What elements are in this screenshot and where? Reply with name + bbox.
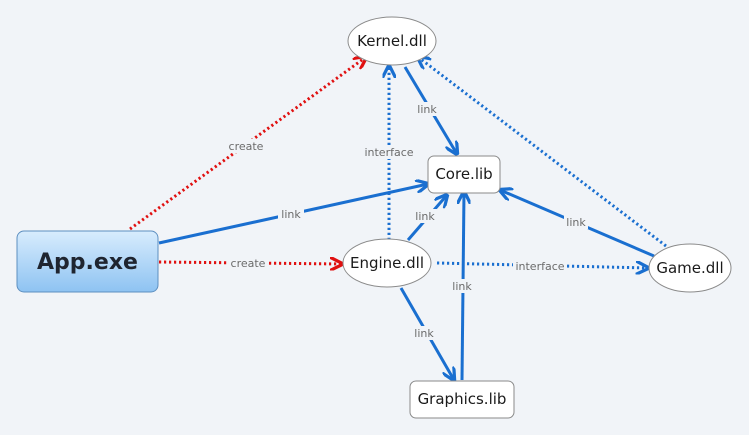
edge-label-bg xyxy=(513,259,567,273)
node-engine-label: Engine.dll xyxy=(350,254,424,272)
edge-game-kernel xyxy=(418,57,667,248)
edge-engine-game: interface xyxy=(436,259,648,273)
node-engine-shape xyxy=(342,238,432,288)
edge-label-create: create xyxy=(231,257,266,270)
node-graphics-box xyxy=(409,380,515,419)
node-game-shape xyxy=(648,243,732,293)
node-core-box xyxy=(427,155,501,194)
edge-app-kernel: create xyxy=(129,57,366,231)
edge-engine-kernel: interface xyxy=(362,66,416,240)
edge-label-bg xyxy=(228,256,268,270)
node-core-label: Core.lib xyxy=(435,165,492,183)
edge-label-interface: interface xyxy=(364,146,413,159)
edge-kernel-core: link xyxy=(403,66,457,154)
edge-app-engine: create xyxy=(158,256,342,270)
edge-label-link: link xyxy=(415,210,435,223)
edge-label-interface: interface xyxy=(515,260,564,273)
node-kernel[interactable]: Kernel.dll xyxy=(347,16,437,66)
edge-graphics-core: link xyxy=(450,192,474,381)
edge-app-core: link xyxy=(158,184,428,245)
edge-label-link: link xyxy=(452,280,472,293)
edge-label-bg xyxy=(412,326,436,340)
node-app-label: App.exe xyxy=(37,250,138,275)
edge-line xyxy=(418,57,667,248)
edge-label-bg xyxy=(450,279,474,293)
node-graphics[interactable]: Graphics.lib xyxy=(409,380,515,419)
node-app-box xyxy=(16,230,159,293)
edge-engine-graphics: link xyxy=(399,287,454,380)
node-kernel-shape xyxy=(347,16,437,66)
edge-label-link: link xyxy=(281,208,301,221)
node-graphics-label: Graphics.lib xyxy=(418,390,507,408)
edge-label-bg xyxy=(362,145,416,159)
node-core[interactable]: Core.lib xyxy=(427,155,501,194)
node-game-label: Game.dll xyxy=(656,259,723,277)
edge-label-link: link xyxy=(414,327,434,340)
node-app[interactable]: App.exe xyxy=(16,230,159,293)
node-kernel-label: Kernel.dll xyxy=(357,32,427,50)
edge-label-bg xyxy=(415,102,439,116)
edge-game-core: link xyxy=(500,190,655,258)
edge-label-link: link xyxy=(417,103,437,116)
edge-label-bg xyxy=(278,207,304,221)
edge-label-bg xyxy=(564,215,588,229)
edge-label-bg xyxy=(226,139,266,153)
edge-engine-core: link xyxy=(406,195,447,241)
node-game[interactable]: Game.dll xyxy=(648,243,732,293)
edge-label-create: create xyxy=(229,140,264,153)
edge-label-bg xyxy=(413,209,437,223)
edge-label-link: link xyxy=(566,216,586,229)
node-engine[interactable]: Engine.dll xyxy=(342,238,432,288)
